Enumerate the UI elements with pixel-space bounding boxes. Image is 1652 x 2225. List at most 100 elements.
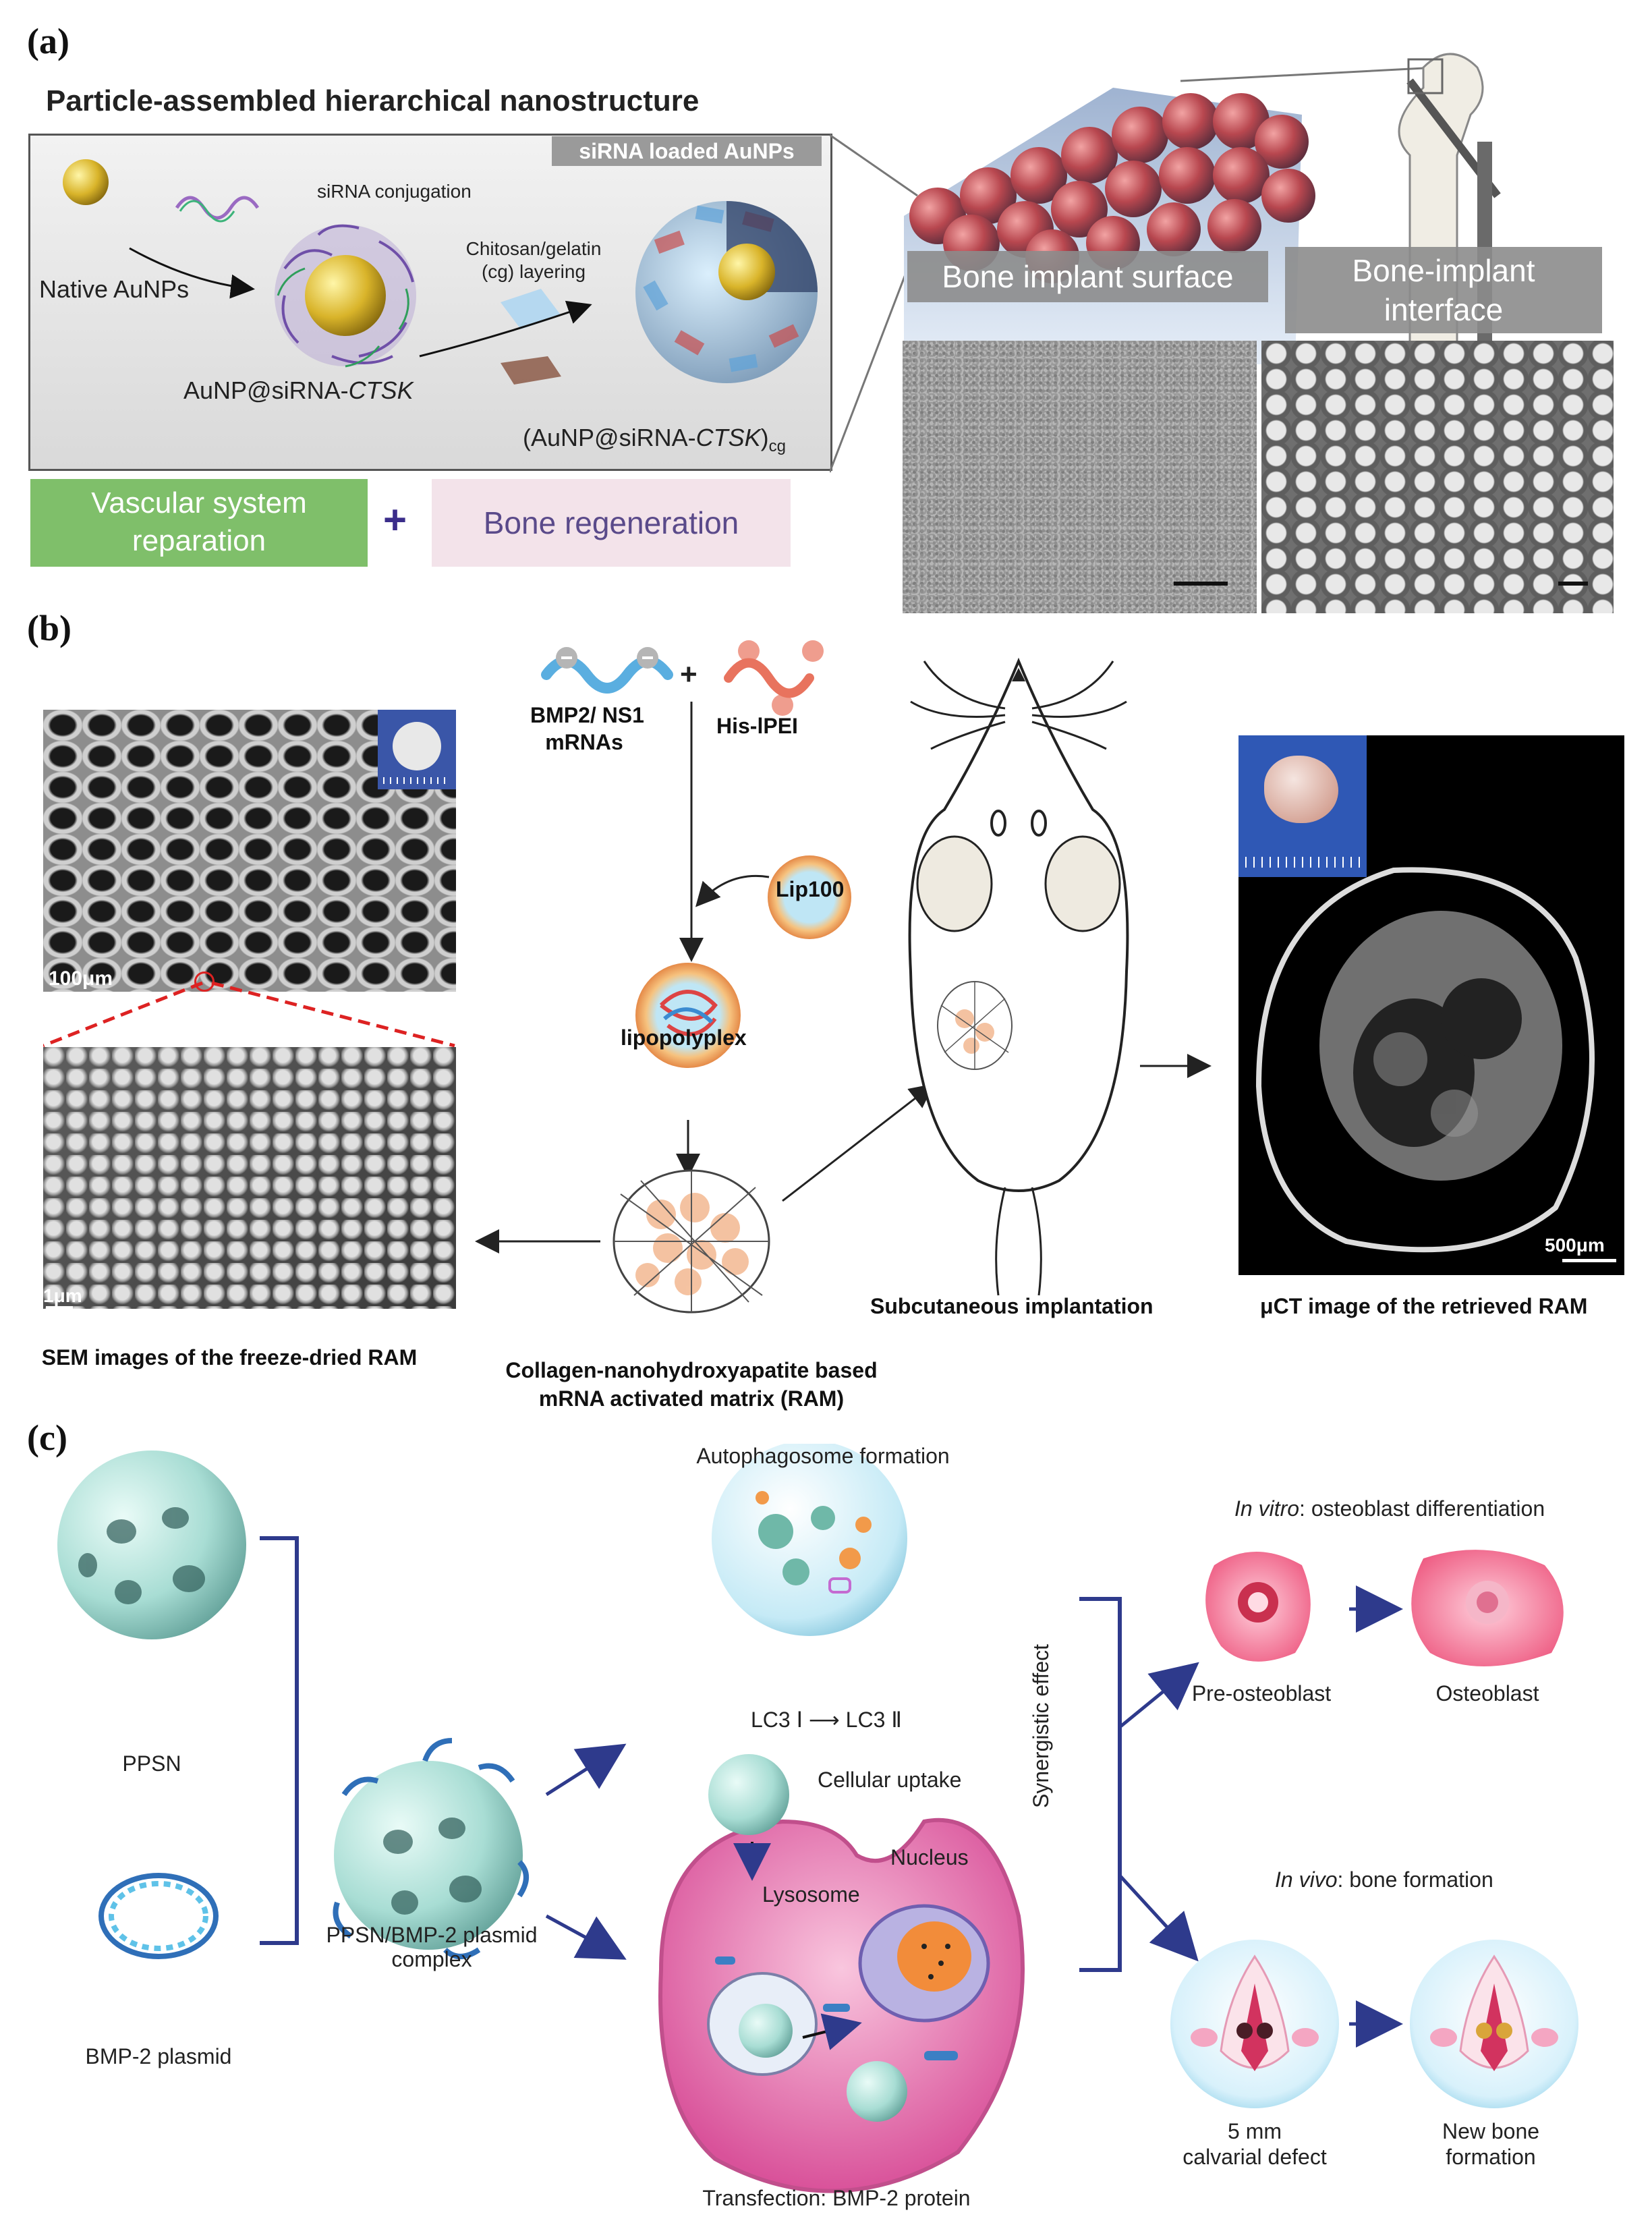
box-tag: siRNA loaded AuNPs (552, 136, 822, 166)
sirna-strand-icon (175, 196, 260, 220)
newbone-line2: formation (1446, 2145, 1536, 2169)
bone-implant-surface-label: Bone implant surface (907, 251, 1268, 302)
native-aunp-icon (63, 159, 109, 205)
sem-porous-image (43, 710, 456, 992)
complex-prefix: (AuNP@siRNA- (523, 424, 696, 451)
ram-matrix-icon (613, 1169, 770, 1314)
subcutaneous-label: Subcutaneous implantation (870, 1294, 1153, 1318)
scaffold-photo-inset (378, 710, 456, 789)
vascular-box: Vascular system reparation (30, 479, 368, 567)
his-pei-label: His-lPEI (716, 714, 798, 738)
assembly-schematic (63, 159, 818, 385)
sem-surface-scalebar (1174, 582, 1228, 586)
new-bone-icon (1410, 1940, 1578, 2108)
matrix-line1: Collagen-nanohydroxyapatite based (505, 1358, 878, 1382)
cell-icon (658, 1818, 1025, 2193)
scale-500um: 500μm (1545, 1235, 1605, 1256)
chitosan-sheet-icon (501, 289, 561, 329)
uptake-particle-icon (708, 1754, 789, 1835)
ppsn-particle-icon (57, 1451, 246, 1639)
lysosome-label: Lysosome (762, 1882, 860, 1907)
aunp-sirna-icon (275, 224, 416, 368)
autophagosome-icon (712, 1444, 907, 1636)
scalebar-500um (1562, 1259, 1616, 1262)
bone-implant-interface-label: Bone-implant interface (1285, 247, 1602, 333)
sem-interface-image (1261, 341, 1614, 613)
osteoblast-label: Osteoblast (1435, 1681, 1539, 1706)
in-vitro-rest: : osteoblast differentiation (1299, 1496, 1545, 1521)
bmp2-plasmid-label: BMP-2 plasmid (85, 2044, 232, 2068)
lipopolyplex-icon (635, 963, 741, 1068)
bone-regeneration-box: Bone regeneration (432, 479, 791, 567)
transfection-label: Transfection: BMP-2 protein (702, 2186, 971, 2210)
aunp-sirna-text: AuNP@siRNA- (183, 376, 349, 404)
complex-label-c: PPSN/BMP-2 plasmid complex (324, 1923, 540, 1971)
osteoblast-icon (1411, 1550, 1564, 1666)
in-vitro-italic: In vitro (1234, 1496, 1300, 1521)
his-pei-strand-icon (724, 640, 824, 716)
panel-a-title: Particle-assembled hierarchical nanostru… (46, 84, 700, 117)
uct-scan (1255, 867, 1595, 1253)
sem-microspheres-image (43, 1047, 456, 1309)
panel-c-label: (c) (27, 1417, 67, 1458)
defect-line1: 5 mm (1228, 2119, 1282, 2143)
complex-c-line2: complex (391, 1947, 472, 1971)
aunp-sirna-label: AuNP@siRNA-CTSK (183, 376, 414, 405)
nucleus-label: Nucleus (890, 1845, 969, 1869)
lipopolyplex-label: lipopolyplex (621, 1025, 747, 1050)
defect-line2: calvarial defect (1183, 2145, 1327, 2169)
in-vivo-italic: In vivo (1275, 1867, 1338, 1892)
scalebar-1um (46, 1306, 73, 1309)
interface-line2: interface (1384, 292, 1504, 327)
bmp2-plasmid-icon (98, 1873, 219, 1959)
mrna-label-line1: BMP2/ NS1 (530, 703, 644, 727)
complex-label: (AuNP@siRNA-CTSK)cg (523, 424, 786, 456)
synergistic-label: Synergistic effect (1029, 1643, 1053, 1808)
plus-sign: + (383, 497, 407, 542)
lip100-icon (768, 855, 851, 939)
layered-particle-icon (635, 201, 818, 383)
zoom-lines (43, 982, 455, 1048)
scale-1um: 1μm (43, 1285, 82, 1306)
mrna-strand-icon (541, 647, 673, 694)
ram-matrix-label: Collagen-nanohydroxyapatite based mRNA a… (472, 1356, 911, 1413)
lc3-label: LC3 Ⅰ ⟶ LC3 Ⅱ (750, 1708, 903, 1732)
in-vivo-label: In vivo: bone formation (1275, 1867, 1493, 1892)
ppsn-label: PPSN (122, 1751, 181, 1776)
zoom-circle (194, 971, 215, 992)
scale-100um: 100μm (49, 967, 113, 990)
in-vivo-rest: : bone formation (1337, 1867, 1493, 1892)
interface-line1: Bone-implant (1352, 253, 1535, 288)
pre-osteoblast-icon (1205, 1552, 1311, 1662)
new-bone-label: New bone formation (1410, 2118, 1572, 2170)
native-aunps-label: Native AuNPs (39, 275, 190, 303)
sem-interface-scalebar (1558, 582, 1588, 586)
autophagosome-label: Autophagosome formation (696, 1444, 950, 1468)
chitosan-label-line2: (cg) layering (481, 261, 586, 282)
complex-sub: cg (768, 437, 786, 456)
newbone-line1: New bone (1442, 2119, 1540, 2143)
ppsn-plasmid-complex-icon (333, 1738, 529, 1959)
complex-suffix: ) (760, 424, 769, 451)
sirna-conjugation-label: siRNA conjugation (317, 181, 472, 202)
sem-caption: SEM images of the freeze-dried RAM (41, 1345, 418, 1370)
pre-osteoblast-label: Pre-osteoblast (1191, 1681, 1332, 1706)
calvarial-defect-icon (1170, 1940, 1339, 2108)
gelatin-sheet-icon (501, 356, 561, 385)
matrix-line2: mRNA activated matrix (RAM) (538, 1386, 845, 1411)
complex-ctsk: CTSK (695, 424, 761, 451)
uct-caption: μCT image of the retrieved RAM (1260, 1294, 1588, 1318)
vascular-line2: reparation (132, 524, 266, 557)
ppsn-schematic (57, 1444, 1578, 2193)
uct-image (1238, 735, 1624, 1275)
complex-c-line1: PPSN/BMP-2 plasmid (326, 1923, 538, 1947)
cellular-uptake-label: Cellular uptake (818, 1768, 962, 1792)
mrna-label: BMP2/ NS1 mRNAs (530, 702, 644, 756)
ctsk-text: CTSK (348, 376, 414, 404)
nucleus-icon (858, 1904, 990, 2023)
mouse-icon (908, 657, 1129, 1296)
in-vitro-label: In vitro: osteoblast differentiation (1234, 1496, 1545, 1521)
panel-a-label: (a) (27, 21, 69, 61)
sem-surface-image (903, 341, 1257, 613)
chitosan-label-line1: Chitosan/gelatin (465, 238, 602, 259)
